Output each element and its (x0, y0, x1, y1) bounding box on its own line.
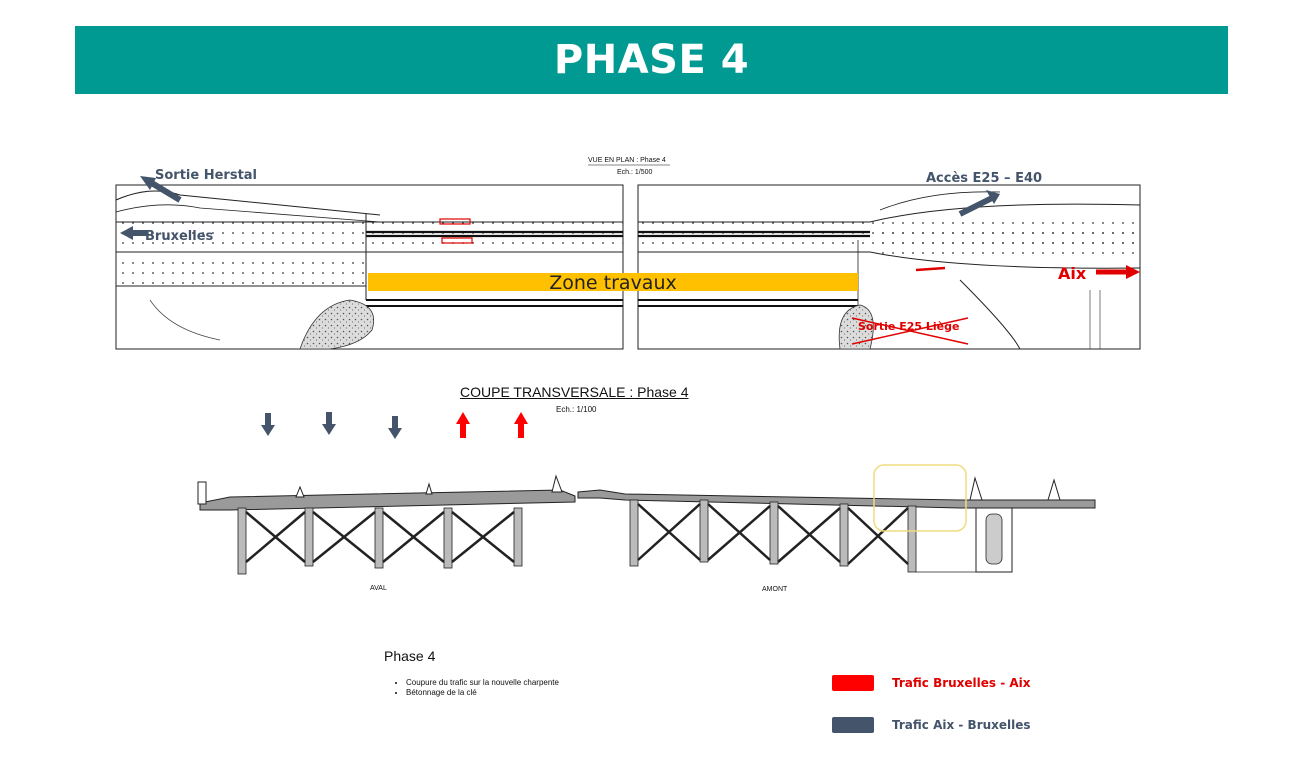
work-zone-bar (368, 273, 858, 291)
bridge-aval: AVAL (197, 474, 576, 592)
title-banner: PHASE 4 (75, 26, 1228, 94)
legend-label: Trafic Bruxelles - Aix (892, 676, 1031, 690)
amont-label: AMONT (762, 586, 788, 593)
plan-right-panel: Accès E25 – E40 Aix Sortie E25 Liège (637, 171, 1141, 350)
work-zone-label: Zone travaux (549, 272, 677, 294)
legend-item-aix-bruxelles: Trafic Aix - Bruxelles (832, 715, 1031, 735)
aix-label: Aix (1058, 264, 1087, 283)
phase-notes: Phase 4 Coupure du trafic sur la nouvell… (384, 648, 559, 698)
legend-item-bruxelles-aix: Trafic Bruxelles - Aix (832, 673, 1031, 693)
legend-swatch-red (832, 675, 874, 691)
traffic-arrows-aix-bruxelles (261, 412, 402, 439)
plan-heading: VUE EN PLAN : Phase 4 (588, 157, 666, 164)
notes-phase-title: Phase 4 (384, 648, 436, 664)
down-arrow-icon (322, 412, 336, 435)
plan-scale: Ech.: 1/500 (617, 169, 653, 176)
up-arrow-icon (456, 412, 470, 438)
traffic-arrows-bruxelles-aix (456, 412, 528, 438)
cross-section: AVAL AMONT (197, 412, 1096, 593)
section-heading: COUPE TRANSVERSALE : Phase 4 (460, 384, 689, 400)
down-arrow-icon (388, 416, 402, 439)
notes-list: Coupure du trafic sur la nouvelle charpe… (384, 678, 559, 698)
acces-label: Accès E25 – E40 (926, 171, 1042, 186)
sortie-liege-label: Sortie E25 Liège (858, 320, 959, 333)
plan-left-panel: Sortie Herstal Bruxelles (115, 168, 624, 350)
down-arrow-icon (261, 413, 275, 436)
note-item: Coupure du trafic sur la nouvelle charpe… (406, 678, 559, 688)
bruxelles-label: Bruxelles (145, 229, 214, 244)
legend-swatch-dark (832, 717, 874, 733)
closed-cross-line (851, 317, 969, 345)
legend: Trafic Bruxelles - Aix Trafic Aix - Brux… (832, 673, 1031, 757)
up-arrow-icon (514, 412, 528, 438)
legend-label: Trafic Aix - Bruxelles (892, 718, 1031, 732)
section-scale: Ech.: 1/100 (556, 405, 597, 414)
aval-label: AVAL (370, 585, 387, 592)
sortie-herstal-label: Sortie Herstal (155, 168, 257, 183)
page-title: PHASE 4 (553, 37, 750, 83)
highlight-box (873, 464, 967, 532)
plan-view: VUE EN PLAN : Phase 4 Ech.: 1/500 (115, 157, 1141, 350)
note-item: Bétonnage de la clé (406, 688, 559, 698)
bridge-amont: AMONT (577, 464, 1096, 593)
